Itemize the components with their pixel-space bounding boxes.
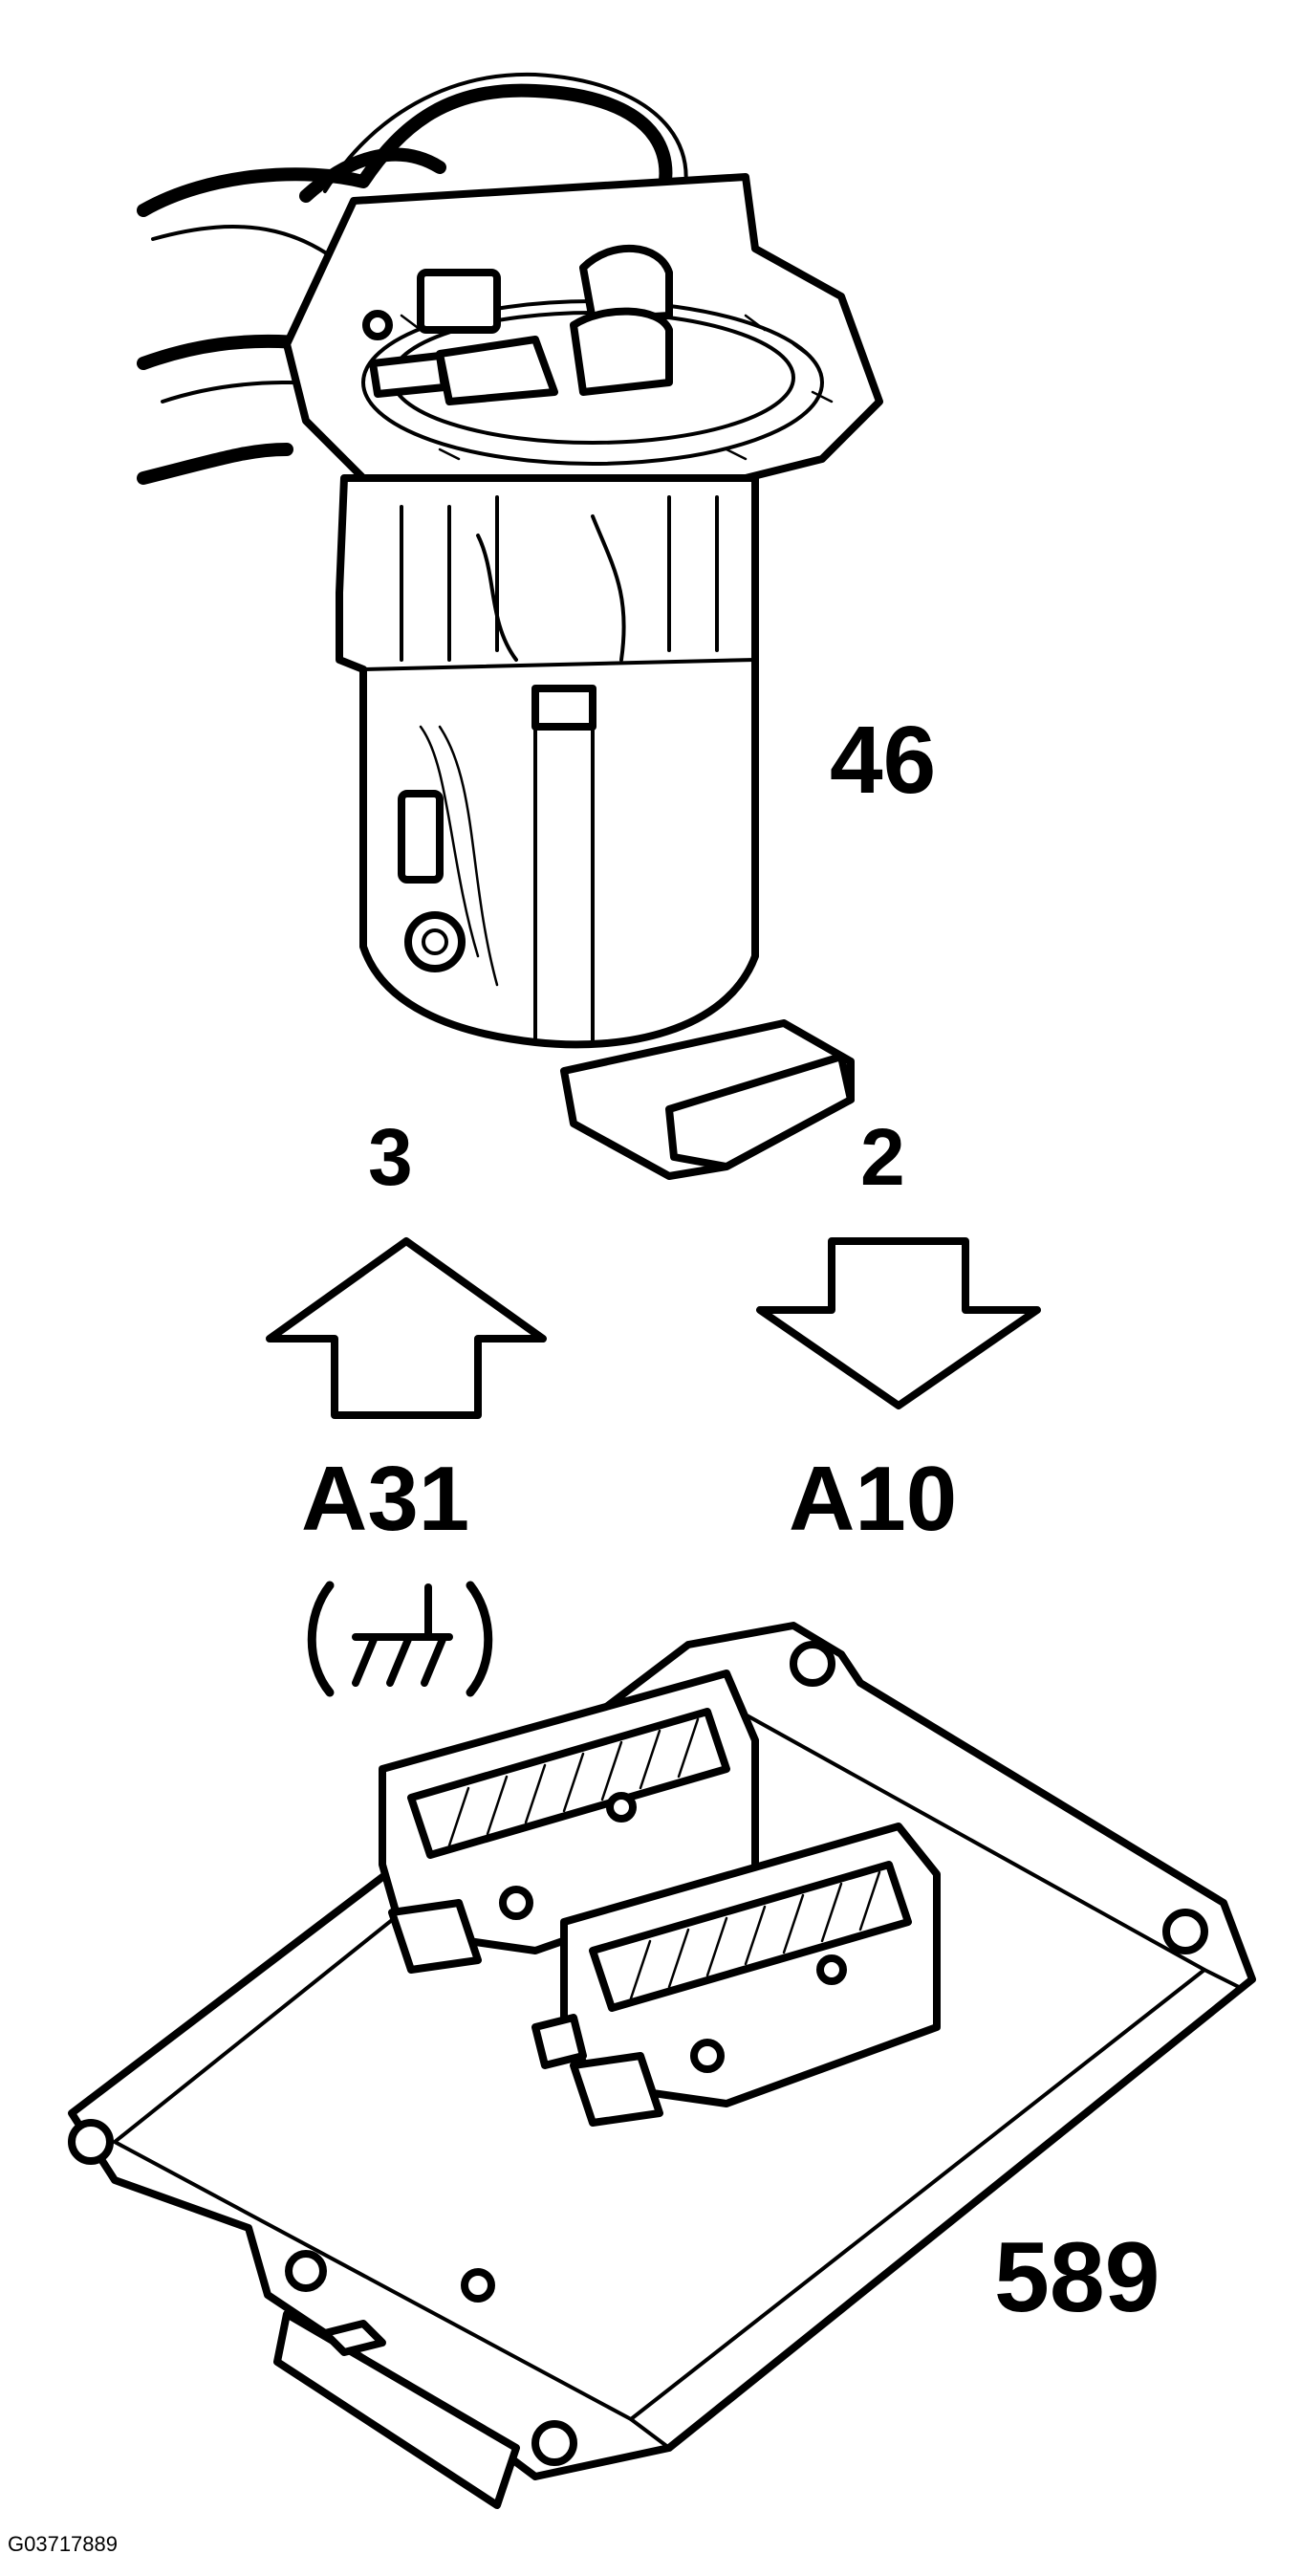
pin-label-a31: A31	[301, 1448, 470, 1550]
figure-id: G03717889	[8, 2532, 118, 2556]
component-number-46: 46	[830, 707, 937, 814]
terminal-number-left: 3	[368, 1112, 413, 1202]
terminal-number-right: 2	[860, 1112, 905, 1202]
arrow-down-icon	[756, 1237, 1041, 1409]
component-number-589: 589	[994, 2222, 1160, 2333]
pin-label-a10: A10	[789, 1448, 958, 1550]
ground-symbol-icon	[307, 1581, 493, 1697]
fuel-pump-module-illustration	[137, 72, 883, 1180]
arrow-up-icon	[266, 1237, 547, 1419]
control-module-illustration	[68, 1622, 1256, 2509]
